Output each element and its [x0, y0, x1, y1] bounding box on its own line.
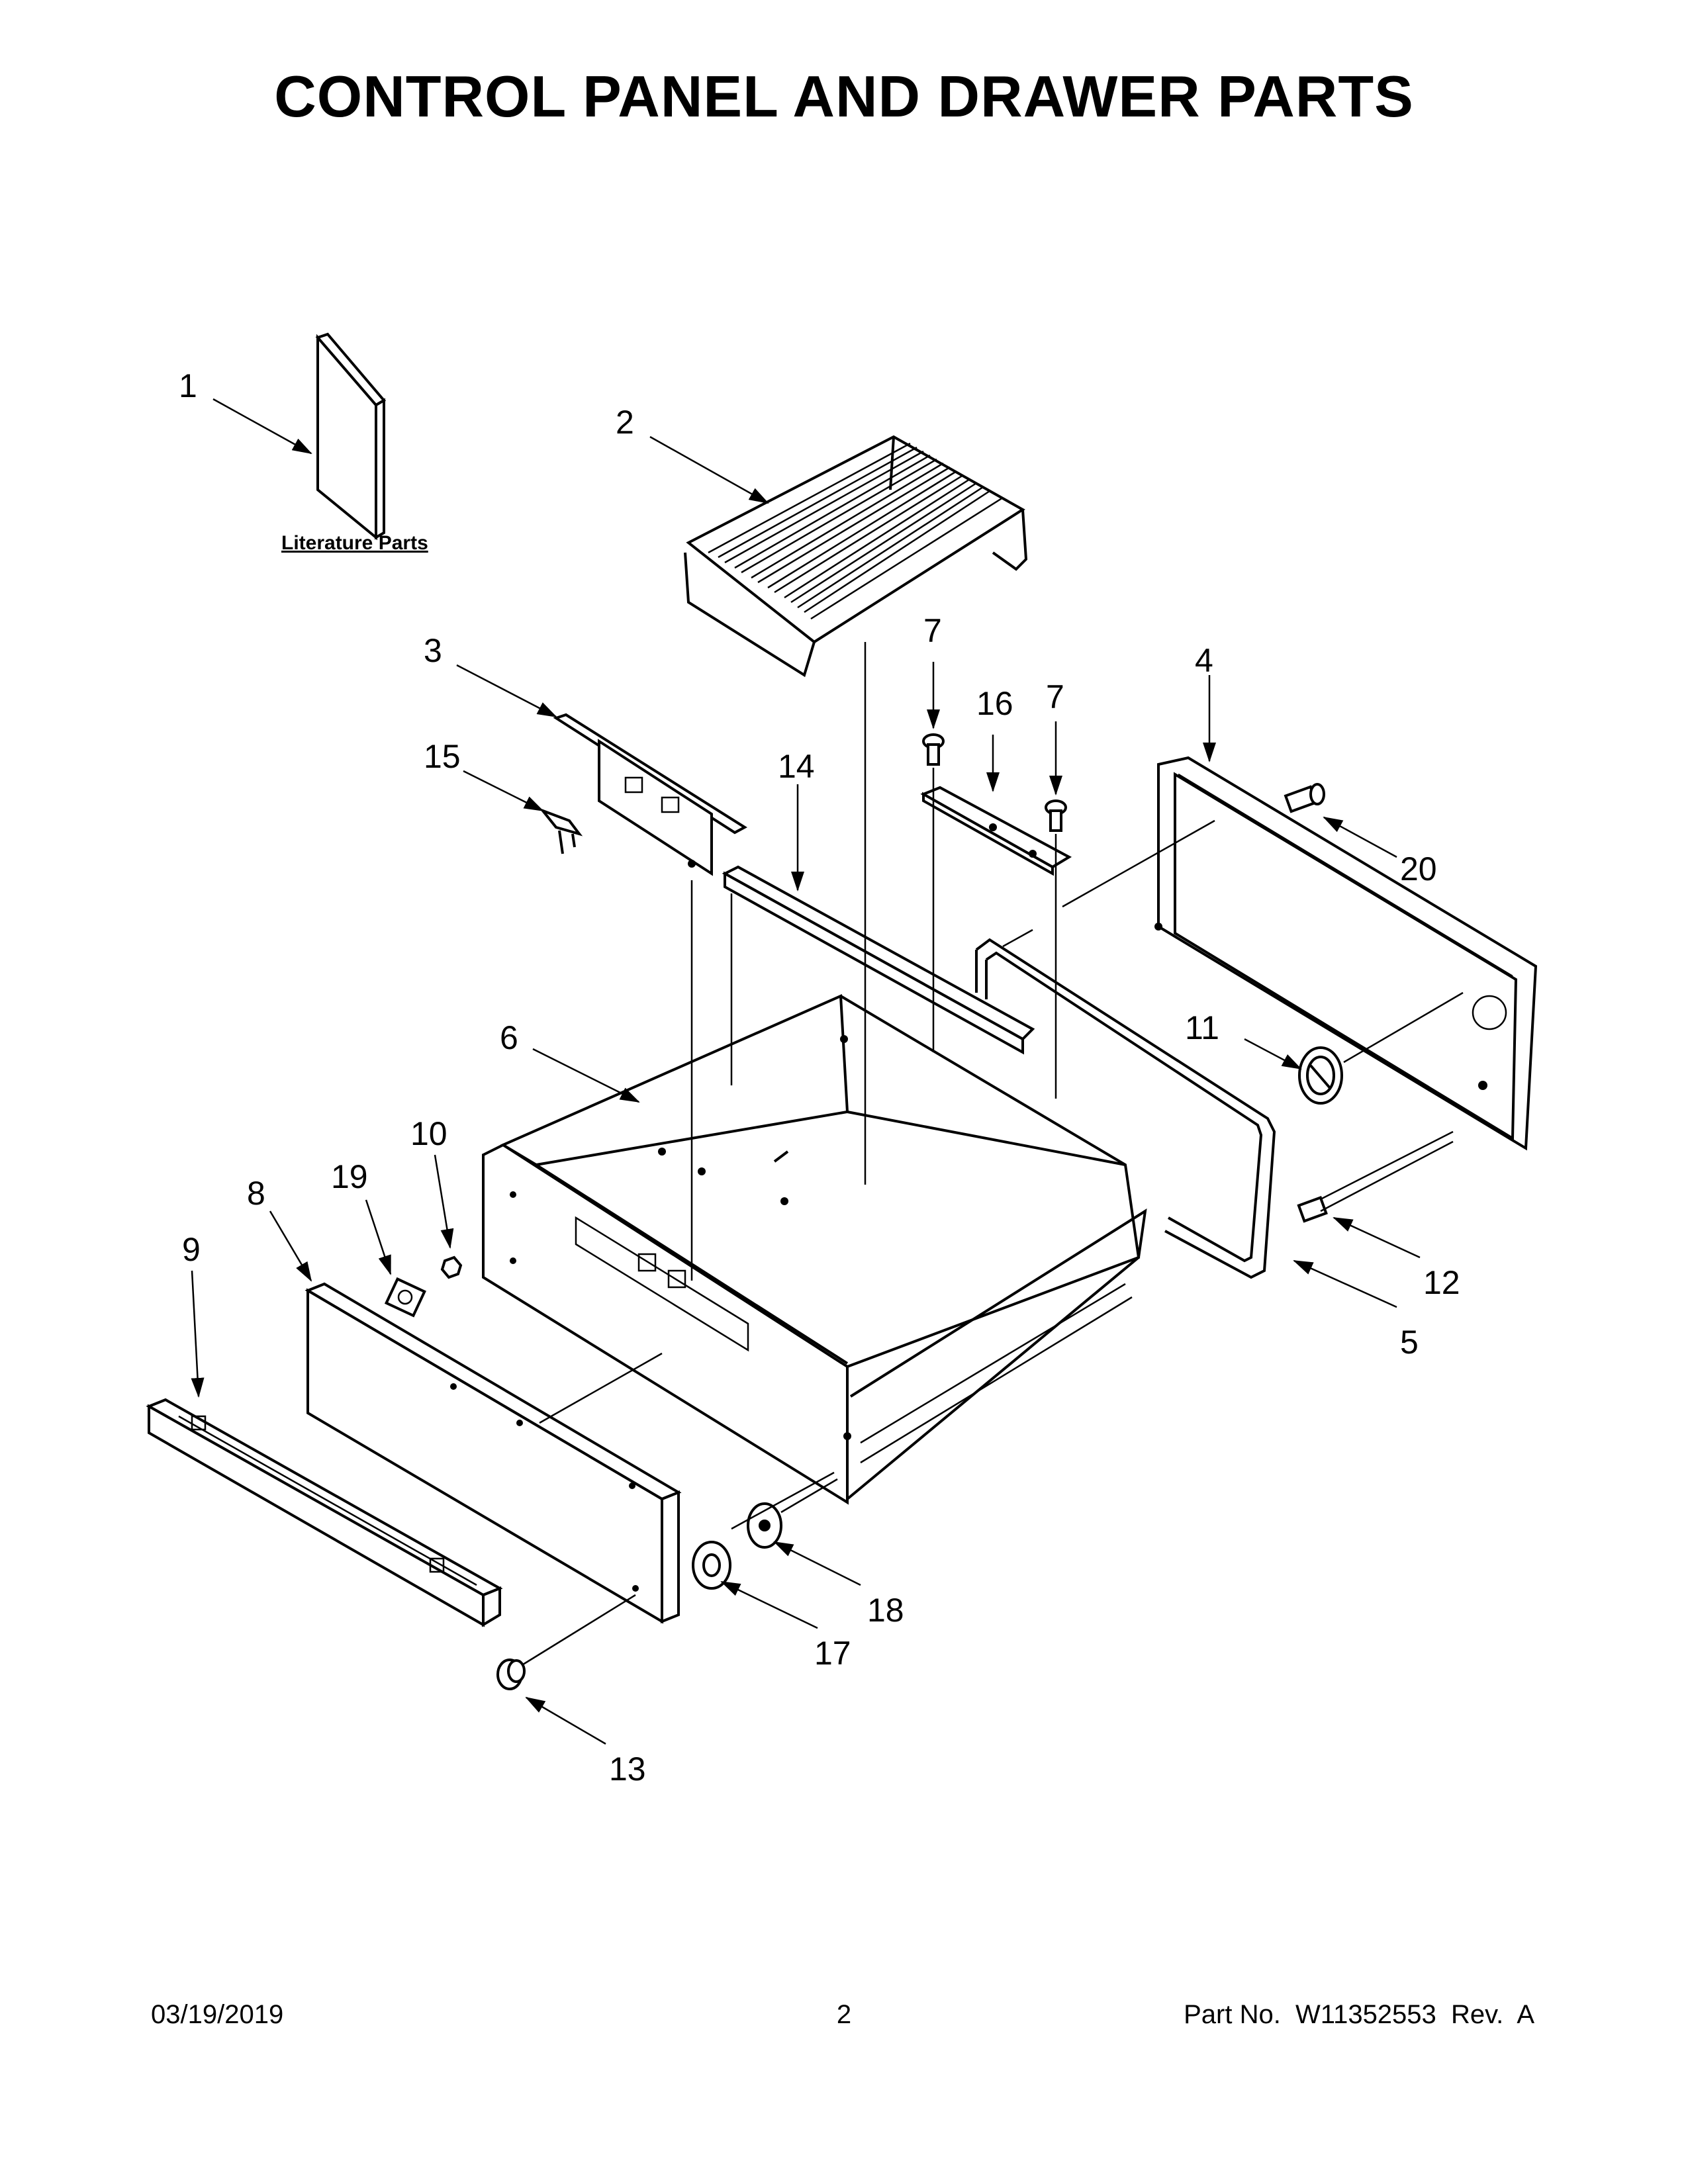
callout-labels: 1 2 3 4 5 6 7 7 8 9 10 11 12 13 14 15 16…: [179, 367, 1460, 1788]
callout-18: 18: [867, 1592, 904, 1629]
footer-page-number: 2: [836, 2000, 852, 2029]
callout-8: 8: [247, 1175, 265, 1212]
nut-part: [440, 1255, 463, 1279]
control-panel-part: [1154, 756, 1538, 1151]
callout-3: 3: [424, 632, 442, 669]
trim-part: [146, 1398, 503, 1627]
page-title: CONTROL PANEL AND DRAWER PARTS: [274, 64, 1414, 129]
literature-booklet-part: Literature Parts: [281, 332, 428, 554]
callout-7-right: 7: [1046, 678, 1064, 715]
callout-7-left: 7: [923, 612, 942, 649]
clip-part: [538, 807, 583, 854]
drawer-front-part: [305, 1282, 682, 1624]
callout-12: 12: [1423, 1264, 1460, 1301]
callout-6: 6: [500, 1019, 518, 1056]
callout-5: 5: [1400, 1324, 1419, 1361]
footer-part-number: Part No. W11352553 Rev. A: [1184, 2000, 1534, 2029]
callout-10: 10: [410, 1115, 447, 1152]
callout-11: 11: [1185, 1009, 1219, 1046]
rail-part: [722, 865, 1035, 1055]
center-bracket-part: [920, 786, 1072, 876]
guide-lines: [522, 642, 1464, 1666]
callout-16: 16: [976, 685, 1013, 722]
screw-part-a: [922, 733, 945, 766]
gasket-part: [975, 938, 1276, 1279]
callout-19: 19: [331, 1158, 368, 1195]
callout-20: 20: [1400, 850, 1437, 887]
literature-parts-label: Literature Parts: [281, 532, 428, 554]
screw-part-b: [1045, 799, 1067, 832]
switch-part: [1297, 1130, 1454, 1223]
rack-wires: [708, 442, 1004, 620]
valve-stem-part: [1284, 783, 1325, 813]
callout-2: 2: [616, 404, 634, 441]
drawer-body-part: [482, 994, 1147, 1505]
callout-9: 9: [182, 1231, 201, 1268]
footer-date: 03/19/2019: [151, 2000, 284, 2029]
bezel-ring-part: [692, 1541, 731, 1590]
foot-part: [496, 1659, 526, 1690]
callout-17: 17: [814, 1635, 851, 1672]
callout-leaders: [191, 398, 1421, 1745]
callout-14: 14: [778, 748, 815, 785]
knob-part: [1298, 1046, 1343, 1105]
callout-4: 4: [1195, 642, 1213, 679]
mount-bracket-part: [384, 1277, 426, 1318]
oven-rack-part: [684, 435, 1028, 678]
callout-15: 15: [424, 738, 461, 775]
callout-1: 1: [179, 367, 197, 404]
callout-13: 13: [609, 1751, 646, 1788]
bracket-part: [553, 713, 747, 876]
